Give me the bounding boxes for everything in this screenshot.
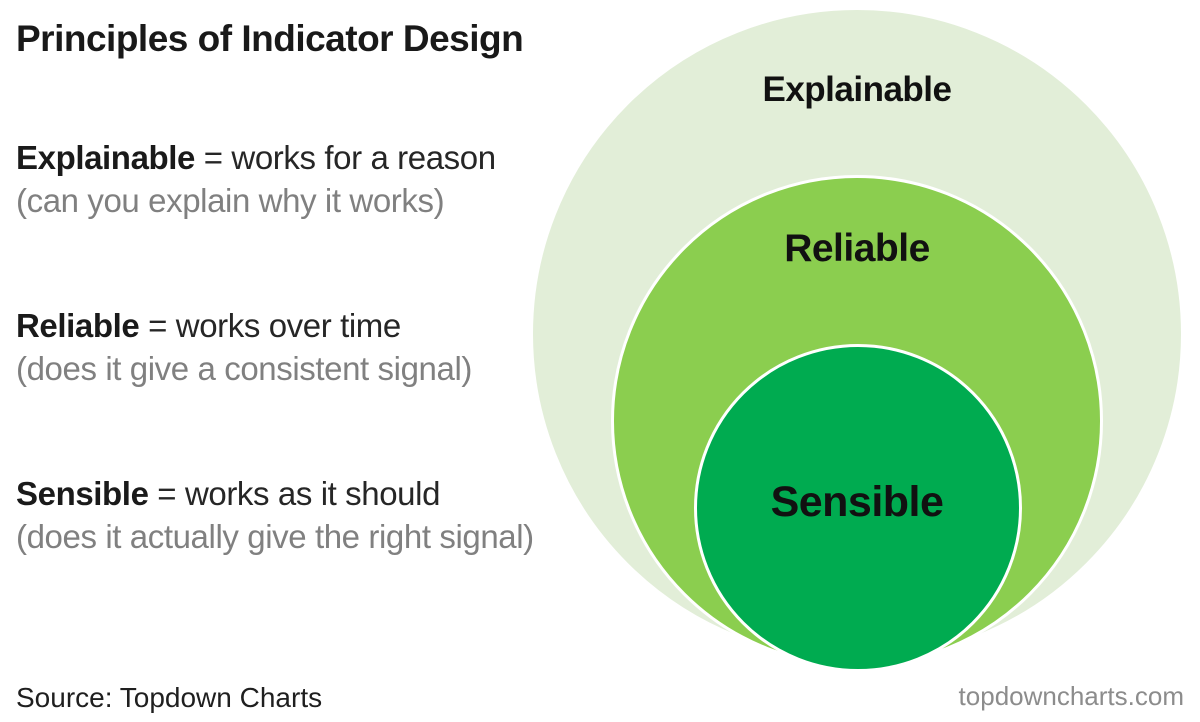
- definition-text: = works for a reason: [195, 139, 496, 176]
- definition-note: (can you explain why it works): [16, 182, 445, 219]
- definition-term: Reliable: [16, 307, 140, 344]
- source-credit: Source: Topdown Charts: [16, 682, 323, 713]
- page-title: Principles of Indicator Design: [16, 18, 524, 59]
- circle-label-reliable: Reliable: [784, 227, 930, 270]
- circle-label-sensible: Sensible: [770, 478, 944, 526]
- definition-line: Explainable = works for a reason: [16, 136, 496, 179]
- definition-note: (does it actually give the right signal): [16, 518, 534, 555]
- circle-label-explainable: Explainable: [762, 70, 952, 109]
- definition-line: Sensible = works as it should: [16, 472, 534, 515]
- definition-term: Explainable: [16, 139, 196, 176]
- circle-sensible: [694, 344, 1022, 672]
- definition-line: Reliable = works over time: [16, 304, 472, 347]
- definition-reliable: Reliable = works over time (does it give…: [16, 304, 472, 390]
- definition-sensible: Sensible = works as it should (does it a…: [16, 472, 534, 558]
- website-credit: topdowncharts.com: [958, 681, 1184, 711]
- definition-note: (does it give a consistent signal): [16, 350, 472, 387]
- definition-explainable: Explainable = works for a reason (can yo…: [16, 136, 496, 222]
- definition-text: = works as it should: [148, 475, 441, 512]
- definition-term: Sensible: [16, 475, 149, 512]
- definition-text: = works over time: [139, 307, 401, 344]
